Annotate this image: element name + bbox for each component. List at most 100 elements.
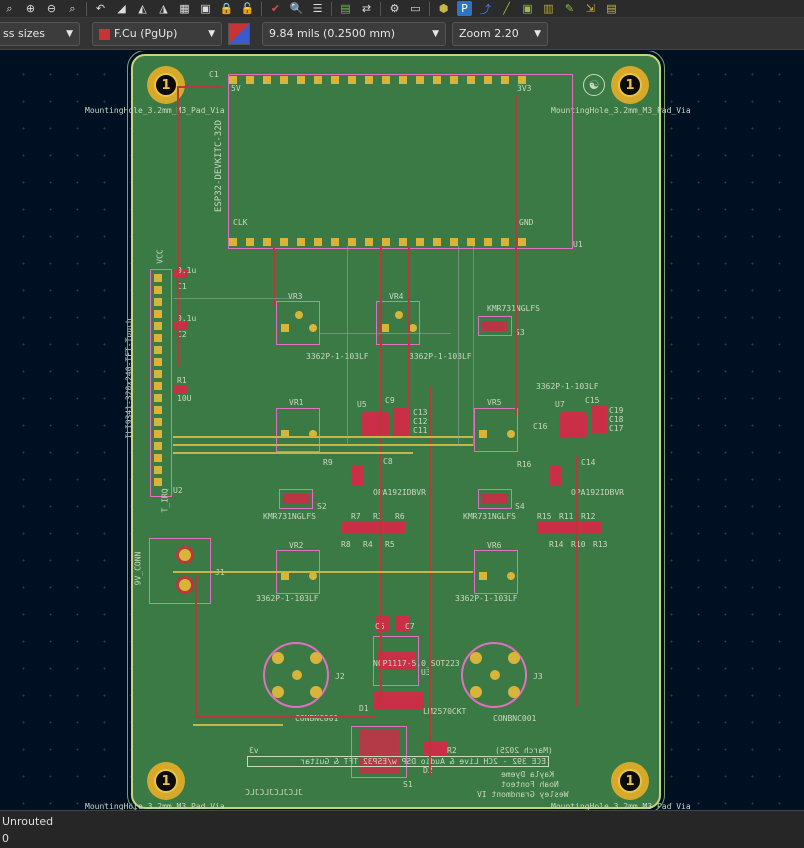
zoom-in-icon[interactable]: ⊕ [25, 2, 36, 15]
u1-pin-5v: 5V [231, 84, 241, 93]
layer-color-swatch [99, 28, 110, 40]
ratsnest-line [347, 246, 348, 446]
pot-pad [309, 430, 317, 438]
bnc-pad [508, 652, 520, 664]
hole-number: 1 [618, 73, 642, 97]
pcb-canvas[interactable]: 1 1 1 1 MountingHole_3.2mm_M3_Pad_Via Mo… [0, 51, 804, 810]
vr5-value: 3362P-1-103LF [536, 382, 599, 391]
update-pcb-icon[interactable]: ⇄ [361, 2, 372, 15]
u3-regulator[interactable] [373, 636, 419, 686]
inspect-icon[interactable]: 🔍 [289, 2, 304, 15]
drc-icon[interactable]: ✔ [270, 2, 281, 15]
fab-icon[interactable]: ▥ [543, 2, 554, 15]
mounting-hole-icon[interactable]: 1 [611, 762, 649, 800]
board-setup-icon[interactable]: ▤ [606, 2, 617, 15]
layer-pair-icon[interactable] [228, 22, 250, 45]
mounting-hole-icon[interactable]: 1 [611, 66, 649, 104]
c19-ref: C19 [609, 406, 624, 415]
mirror-v-icon[interactable]: ◮ [159, 2, 168, 15]
chevron-down-icon: ▼ [534, 28, 541, 39]
j1-footprint[interactable] [149, 538, 211, 604]
mounting-hole-icon[interactable]: 1 [147, 762, 185, 800]
s4-value: KMR731NGLFS [463, 512, 516, 521]
u3-name: NCP1117-5.0_SOT223 [373, 659, 460, 668]
layer-select[interactable]: F.Cu (PgUp) ▼ [92, 21, 222, 46]
bnc-pad [310, 652, 322, 664]
j3-bnc[interactable] [461, 642, 527, 708]
u1-ref: U1 [573, 240, 583, 249]
c1-pad[interactable] [173, 270, 187, 278]
u7-opamp[interactable] [559, 412, 587, 438]
zoom-redraw-icon[interactable]: ⌕ [6, 1, 13, 15]
back-silk-name-1: Kayla Dyeme [501, 770, 554, 779]
status-unrouted-label: Unrouted [2, 815, 54, 828]
c8-pads [351, 466, 363, 486]
footprint-editor-icon[interactable]: ▤ [340, 2, 351, 15]
mirror-h-icon[interactable]: ◭ [138, 2, 147, 15]
flip-icon[interactable]: ◢ [117, 2, 126, 15]
track-width-value: ss sizes [3, 27, 46, 40]
vr6-footprint[interactable] [474, 550, 518, 594]
back-silk-name-3: Wesley Grandmont IV [477, 790, 569, 799]
bnc-pad [272, 652, 284, 664]
bnc-pad [508, 686, 520, 698]
bnc-pad [470, 686, 482, 698]
grid-select[interactable]: 9.84 mils (0.2500 mm) ▼ [262, 21, 446, 46]
c2-pad[interactable] [173, 322, 187, 330]
u5-opamp[interactable] [361, 412, 389, 438]
r1-pad[interactable] [173, 386, 187, 394]
j2-value: CONBNC001 [295, 714, 339, 723]
vr1-footprint[interactable] [276, 408, 320, 452]
r7-ref: R7 [351, 512, 361, 521]
zoom-select[interactable]: Zoom 2.20 ▼ [452, 21, 548, 46]
plugin-icon[interactable]: ⚙ [389, 2, 400, 15]
vr2-footprint[interactable] [276, 550, 320, 594]
u2-tft-footprint[interactable] [150, 269, 172, 497]
main-toolbar: ⌕ ⊕ ⊖ ⌕ ↶ ◢ ◭ ◮ ▦ ▣ 🔒 🔓 ✔ 🔍 ☰ ▤ ⇄ ⚙ ▭ ⬢ … [0, 0, 804, 18]
ratsnest-line [173, 298, 293, 299]
s2-footprint[interactable] [279, 489, 313, 509]
tools-icon[interactable]: ✎ [564, 2, 575, 15]
c7-pads [395, 616, 409, 632]
layer-stack-icon[interactable]: ☰ [312, 2, 323, 15]
mounting-hole-icon[interactable]: 1 [147, 66, 185, 104]
u7-ref: U7 [555, 400, 565, 409]
s1-footprint[interactable] [351, 726, 407, 778]
u7-value: OPA192IDBVR [571, 488, 624, 497]
j3-value: CONBNC001 [493, 714, 537, 723]
highlight-net-icon[interactable]: ▣ [522, 2, 533, 15]
vr3-value: 3362P-1-103LF [306, 352, 369, 361]
r4-ref: R4 [363, 540, 373, 549]
c2-ref: C2 [177, 330, 187, 339]
lock-icon[interactable]: 🔒 [219, 2, 234, 15]
pcbway-icon[interactable]: P [457, 1, 472, 16]
ungroup-icon[interactable]: ▣ [200, 2, 211, 15]
vr4-footprint[interactable] [376, 301, 420, 345]
j1-name: 9V_CONN [133, 551, 143, 586]
jlc-plugin-icon[interactable]: ⬢ [438, 2, 449, 15]
s3-footprint[interactable] [478, 316, 512, 336]
rotate-icon[interactable]: ↶ [95, 2, 106, 15]
route-icon[interactable]: ╱ [503, 2, 510, 15]
u2-pins [154, 274, 162, 490]
s4-ref: S4 [515, 502, 525, 511]
zoom-out-icon[interactable]: ⊖ [46, 2, 57, 15]
u1-esp32-footprint[interactable] [228, 74, 573, 249]
interactive-router-icon[interactable]: ⤴ [480, 2, 491, 16]
track-width-select[interactable]: ss sizes ▼ [0, 21, 80, 46]
vr5-footprint[interactable] [474, 408, 518, 452]
scripting-console-icon[interactable]: ▭ [410, 2, 421, 15]
vr5-ref: VR5 [487, 398, 502, 407]
j2-bnc[interactable] [263, 642, 329, 708]
measure-icon[interactable]: ⇲ [585, 2, 596, 15]
zoom-fit-icon[interactable]: ⌕ [69, 1, 76, 15]
s4-footprint[interactable] [478, 489, 512, 509]
vr3-footprint[interactable] [276, 301, 320, 345]
group-icon[interactable]: ▦ [179, 2, 190, 15]
u1-pin-gnd: GND [519, 218, 534, 227]
c14-pads [549, 466, 561, 486]
ratsnest-line [458, 246, 459, 446]
back-silk-title: ECE 392 - 2CH Live & Audio DSP w/ESP32 T… [247, 756, 549, 767]
unlock-icon[interactable]: 🔓 [240, 2, 255, 15]
vr6-value: 3362P-1-103LF [455, 594, 518, 603]
